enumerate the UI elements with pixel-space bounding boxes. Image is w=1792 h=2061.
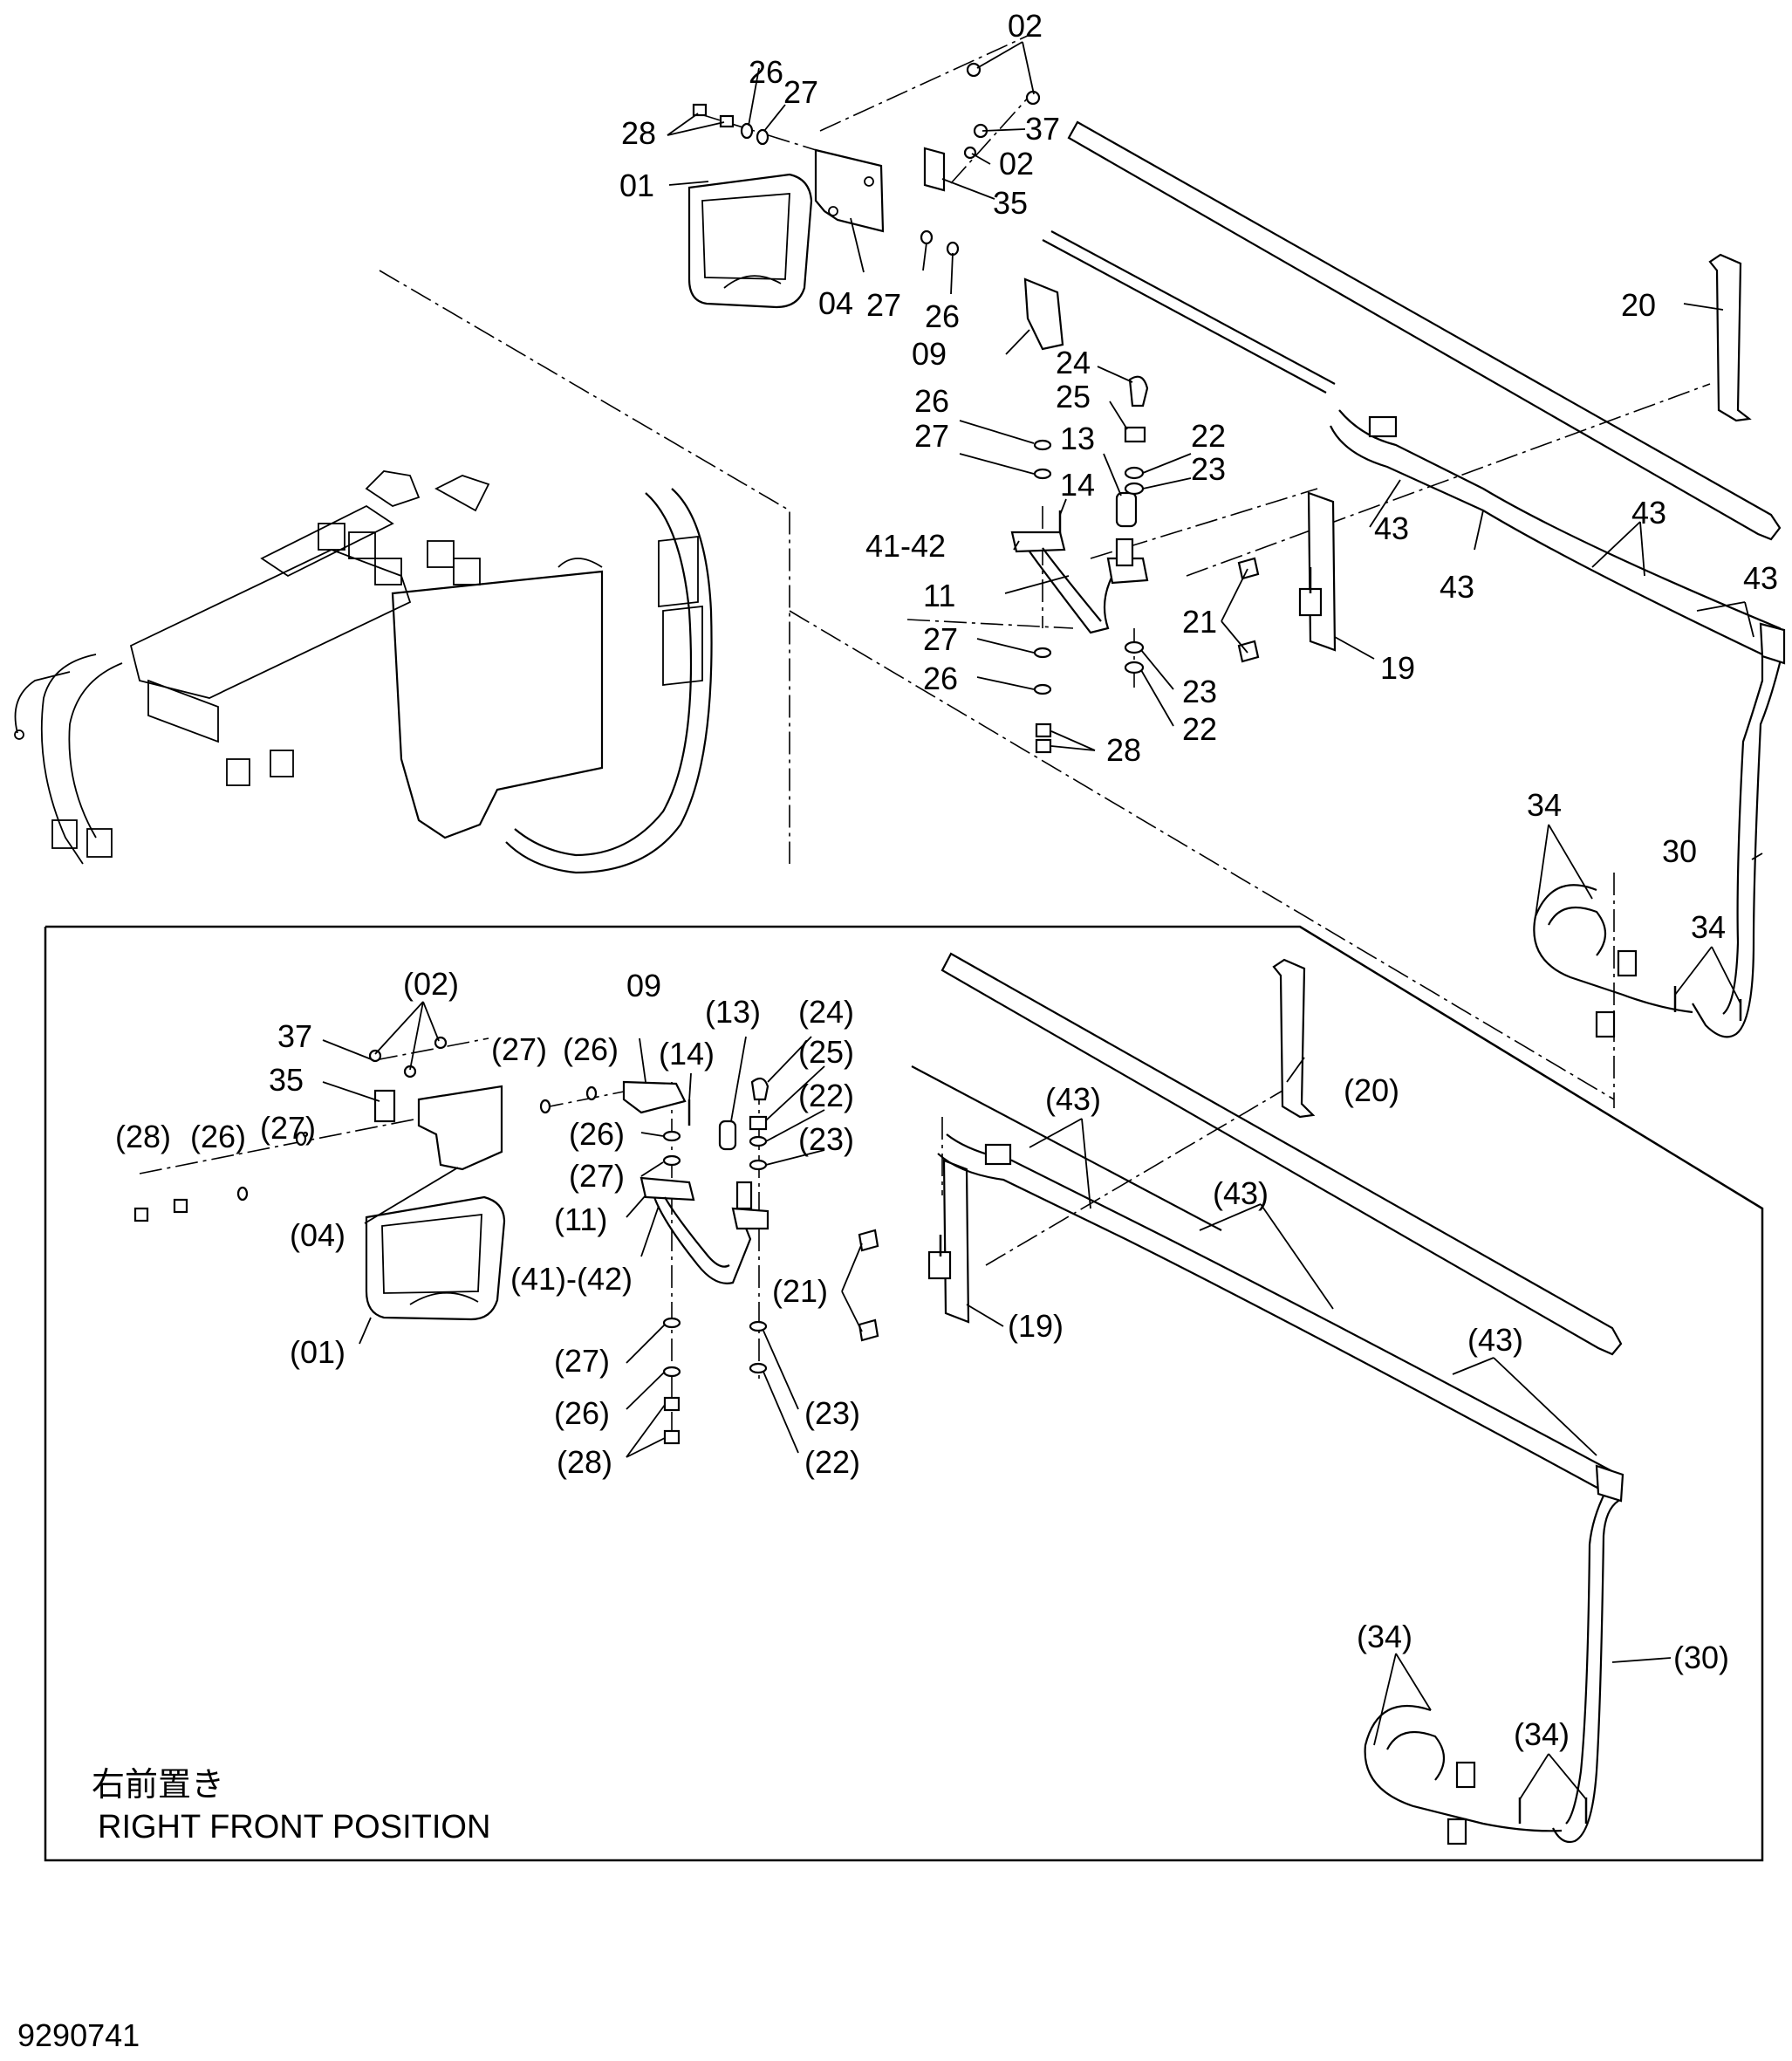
label-30: 30 [1662, 833, 1697, 869]
label-43: 43 [1440, 569, 1474, 605]
cap-part-24 [1128, 375, 1149, 407]
strap-rod-upper [1067, 120, 1782, 541]
inset-arm-part-11 [640, 1176, 769, 1284]
plate-part-35 [923, 147, 946, 192]
label-22: 22 [1191, 418, 1226, 454]
label-19: 19 [1380, 650, 1415, 686]
label-13-ref: (13) [705, 994, 761, 1030]
label-26: 26 [925, 298, 960, 334]
bracket-part-20 [1708, 253, 1752, 422]
label-11: 11 [923, 578, 955, 613]
label-26-ref: (26) [563, 1031, 619, 1067]
label-27-ref: (27) [491, 1031, 547, 1067]
label-30-ref: (30) [1673, 1640, 1729, 1675]
label-26-ref: (26) [190, 1119, 246, 1154]
label-43: 43 [1631, 495, 1666, 531]
label-27: 27 [866, 287, 901, 323]
bracket-part-19 [1298, 491, 1337, 652]
inset-harness-part-30 [937, 1133, 1624, 1845]
label-27-ref: (27) [260, 1110, 316, 1146]
label-27: 27 [914, 418, 949, 454]
label-22: 22 [1182, 711, 1217, 747]
label-43: 43 [1374, 510, 1409, 546]
label-02-ref: (02) [403, 966, 459, 1002]
label-34: 34 [1527, 787, 1562, 823]
label-22-ref: (22) [798, 1078, 854, 1113]
label-41-42-ref: (41)-(42) [510, 1261, 633, 1297]
strap-rod-lower [1042, 239, 1327, 394]
hardware-top [692, 62, 1041, 257]
label-14: 14 [1060, 467, 1095, 503]
label-19-ref: (19) [1008, 1308, 1064, 1344]
label-01-ref: (01) [290, 1334, 345, 1370]
label-11-ref: (11) [554, 1202, 607, 1237]
label-43-ref: (43) [1467, 1322, 1523, 1358]
label-09: 09 [912, 336, 947, 372]
label-27: 27 [923, 621, 958, 657]
caption-english: RIGHT FRONT POSITION [98, 1809, 490, 1845]
label-34-ref: (34) [1357, 1619, 1412, 1654]
label-02: 02 [1008, 8, 1043, 44]
label-43-ref: (43) [1213, 1175, 1269, 1211]
label-28: 28 [621, 115, 656, 151]
harness-part-30 [1330, 409, 1786, 1038]
label-41-42: 41-42 [865, 528, 946, 564]
label-27-ref: (27) [554, 1343, 610, 1379]
label-26-ref: (26) [569, 1116, 625, 1152]
label-14-ref: (14) [659, 1036, 715, 1072]
label-24: 24 [1056, 345, 1091, 380]
part-labels: 02 26 27 28 37 02 01 35 04 27 26 20 09 2… [115, 8, 1778, 1752]
machine-body-illustration [14, 470, 713, 874]
label-43-ref: (43) [1045, 1081, 1101, 1117]
label-22-ref: (22) [804, 1444, 860, 1480]
label-23-ref: (23) [804, 1395, 860, 1431]
inset-frame [44, 925, 1764, 1862]
main-assembly [687, 62, 1786, 1038]
label-27-ref: (27) [569, 1158, 625, 1194]
label-23-ref: (23) [798, 1121, 854, 1157]
label-37: 37 [1025, 111, 1060, 147]
label-21: 21 [1182, 604, 1217, 640]
label-43: 43 [1743, 560, 1778, 596]
arm-part-11 [1010, 531, 1149, 634]
label-01: 01 [619, 168, 654, 203]
label-28-ref: (28) [115, 1119, 171, 1154]
caption-japanese: 右前置き [92, 1767, 224, 1804]
label-28: 28 [1106, 732, 1141, 768]
label-25: 25 [1056, 379, 1091, 414]
inset-monitor-part-01 [365, 1195, 506, 1321]
label-37-inset: 37 [277, 1018, 312, 1054]
label-35: 35 [993, 185, 1028, 221]
label-13: 13 [1060, 421, 1095, 456]
bracket-part-09 [1023, 277, 1064, 351]
inset-assembly [133, 952, 1624, 1845]
label-27: 27 [783, 74, 818, 110]
label-34-ref: (34) [1514, 1716, 1570, 1752]
label-25-ref: (25) [798, 1034, 854, 1070]
label-34: 34 [1691, 909, 1726, 945]
label-09-inset: 09 [626, 968, 661, 1003]
label-23: 23 [1191, 451, 1226, 487]
drawing-number: 9290741 [17, 2017, 140, 2053]
label-24-ref: (24) [798, 994, 854, 1030]
label-35-inset: 35 [269, 1062, 304, 1098]
label-20: 20 [1621, 287, 1656, 323]
label-23: 23 [1182, 674, 1217, 709]
leader-lines [322, 41, 1763, 1800]
label-04-ref: (04) [290, 1217, 345, 1253]
label-20-ref: (20) [1344, 1072, 1399, 1108]
label-28-ref: (28) [557, 1444, 612, 1480]
label-26: 26 [914, 383, 949, 419]
label-21-ref: (21) [772, 1273, 828, 1309]
monitor-part-01 [687, 173, 813, 309]
label-02: 02 [999, 146, 1034, 181]
label-26: 26 [749, 54, 783, 90]
bracket-part-04 [814, 148, 885, 233]
label-26-ref: (26) [554, 1395, 610, 1431]
label-04: 04 [818, 285, 853, 321]
label-26: 26 [923, 661, 958, 696]
